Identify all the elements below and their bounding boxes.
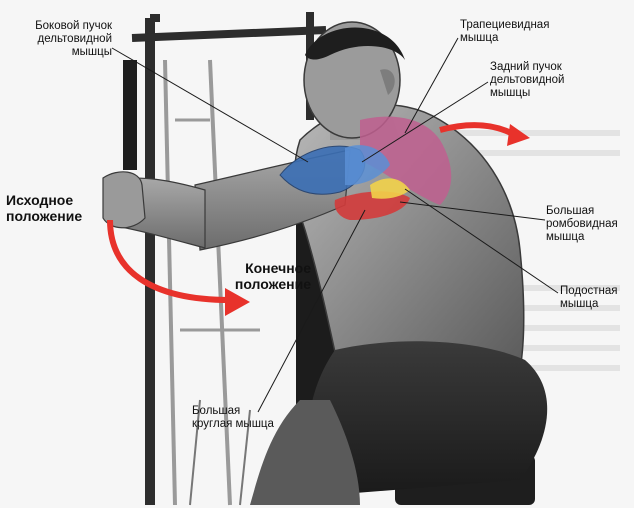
posterior-deltoid-label: Задний пучок дельтовидной мышцы <box>490 61 565 99</box>
machine-frame <box>123 12 327 506</box>
leader-lines <box>111 37 559 413</box>
infraspinatus-label: Подостная мышца <box>560 285 618 310</box>
movement-arc-arrow <box>107 219 231 303</box>
athlete-figure <box>102 21 548 505</box>
lateral-deltoid-label: Боковой пучок дельтовидной мышцы <box>35 20 112 58</box>
leg <box>250 400 360 505</box>
ear <box>380 69 395 95</box>
trapezius-muscle <box>360 116 452 205</box>
rhomboid-muscle <box>334 191 410 220</box>
shorts <box>308 341 548 495</box>
movement-arc-arrowhead <box>225 288 250 316</box>
infraspinatus-muscle <box>370 178 410 199</box>
back-arrowhead <box>507 124 530 146</box>
teres-major-label: Большая круглая мышца <box>192 405 274 430</box>
posterior-deltoid-muscle <box>345 145 390 186</box>
hair <box>305 27 405 60</box>
start-position-label: Исходное положение <box>6 192 83 224</box>
movement-arrows <box>107 122 530 316</box>
end-position-label: Конечное положение <box>234 260 311 292</box>
trapezius-label: Трапециевидная мышца <box>460 19 550 44</box>
rhomboid-major-label: Большая ромбовидная мышца <box>546 205 618 243</box>
